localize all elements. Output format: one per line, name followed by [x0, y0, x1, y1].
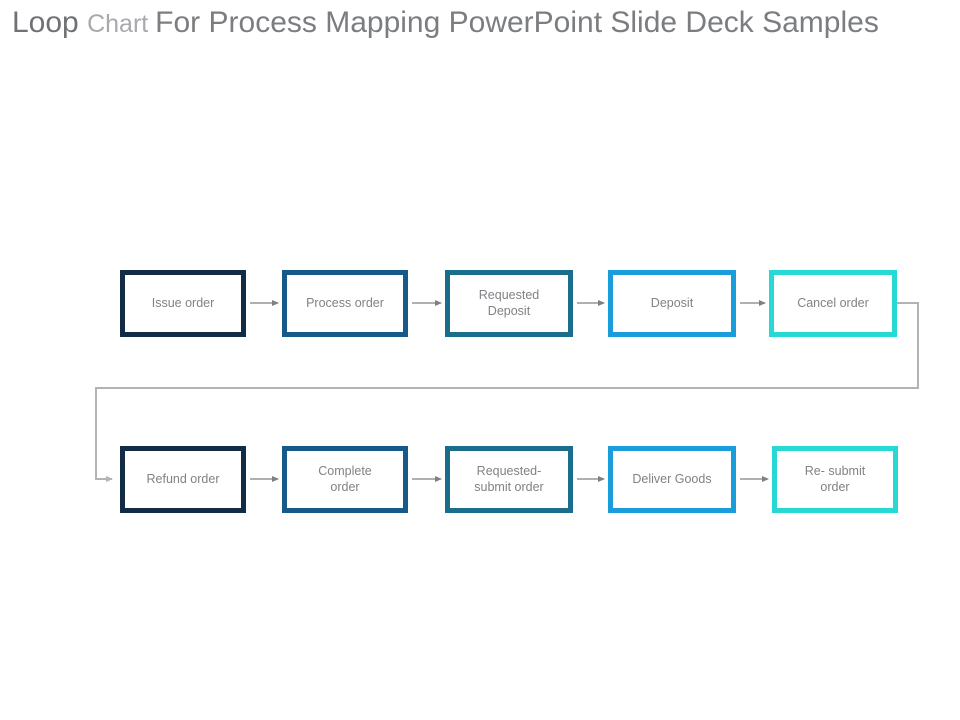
process-node-label: Issue order	[151, 295, 215, 310]
process-node-cancel-order[interactable]: Cancel order	[769, 270, 897, 337]
process-node-label: Re- submit order	[804, 463, 866, 494]
process-node-label: Deposit	[650, 295, 694, 310]
process-node-complete-order[interactable]: Complete order	[282, 446, 408, 513]
process-node-label: Cancel order	[797, 295, 869, 310]
process-node-label: Requested- submit order	[474, 463, 544, 494]
title-rest: For Process Mapping PowerPoint Slide Dec…	[155, 6, 879, 39]
process-node-label: Deliver Goods	[632, 471, 712, 486]
process-node-requested-deposit[interactable]: Requested Deposit	[445, 270, 573, 337]
process-node-issue-order[interactable]: Issue order	[120, 270, 246, 337]
process-node-re-submit-order[interactable]: Re- submit order	[772, 446, 898, 513]
title-word-loop: Loop	[12, 6, 88, 39]
process-node-label: Refund order	[146, 471, 220, 486]
process-node-requested-submit-order[interactable]: Requested- submit order	[445, 446, 573, 513]
page-title: Loop Chart For Process Mapping PowerPoin…	[12, 8, 879, 38]
process-node-label: Requested Deposit	[478, 287, 540, 318]
title-word-chart: Chart	[87, 10, 156, 38]
process-node-deliver-goods[interactable]: Deliver Goods	[608, 446, 736, 513]
process-node-process-order[interactable]: Process order	[282, 270, 408, 337]
process-node-refund-order[interactable]: Refund order	[120, 446, 246, 513]
process-node-deposit[interactable]: Deposit	[608, 270, 736, 337]
process-node-label: Process order	[306, 295, 384, 310]
process-node-label: Complete order	[318, 463, 372, 494]
